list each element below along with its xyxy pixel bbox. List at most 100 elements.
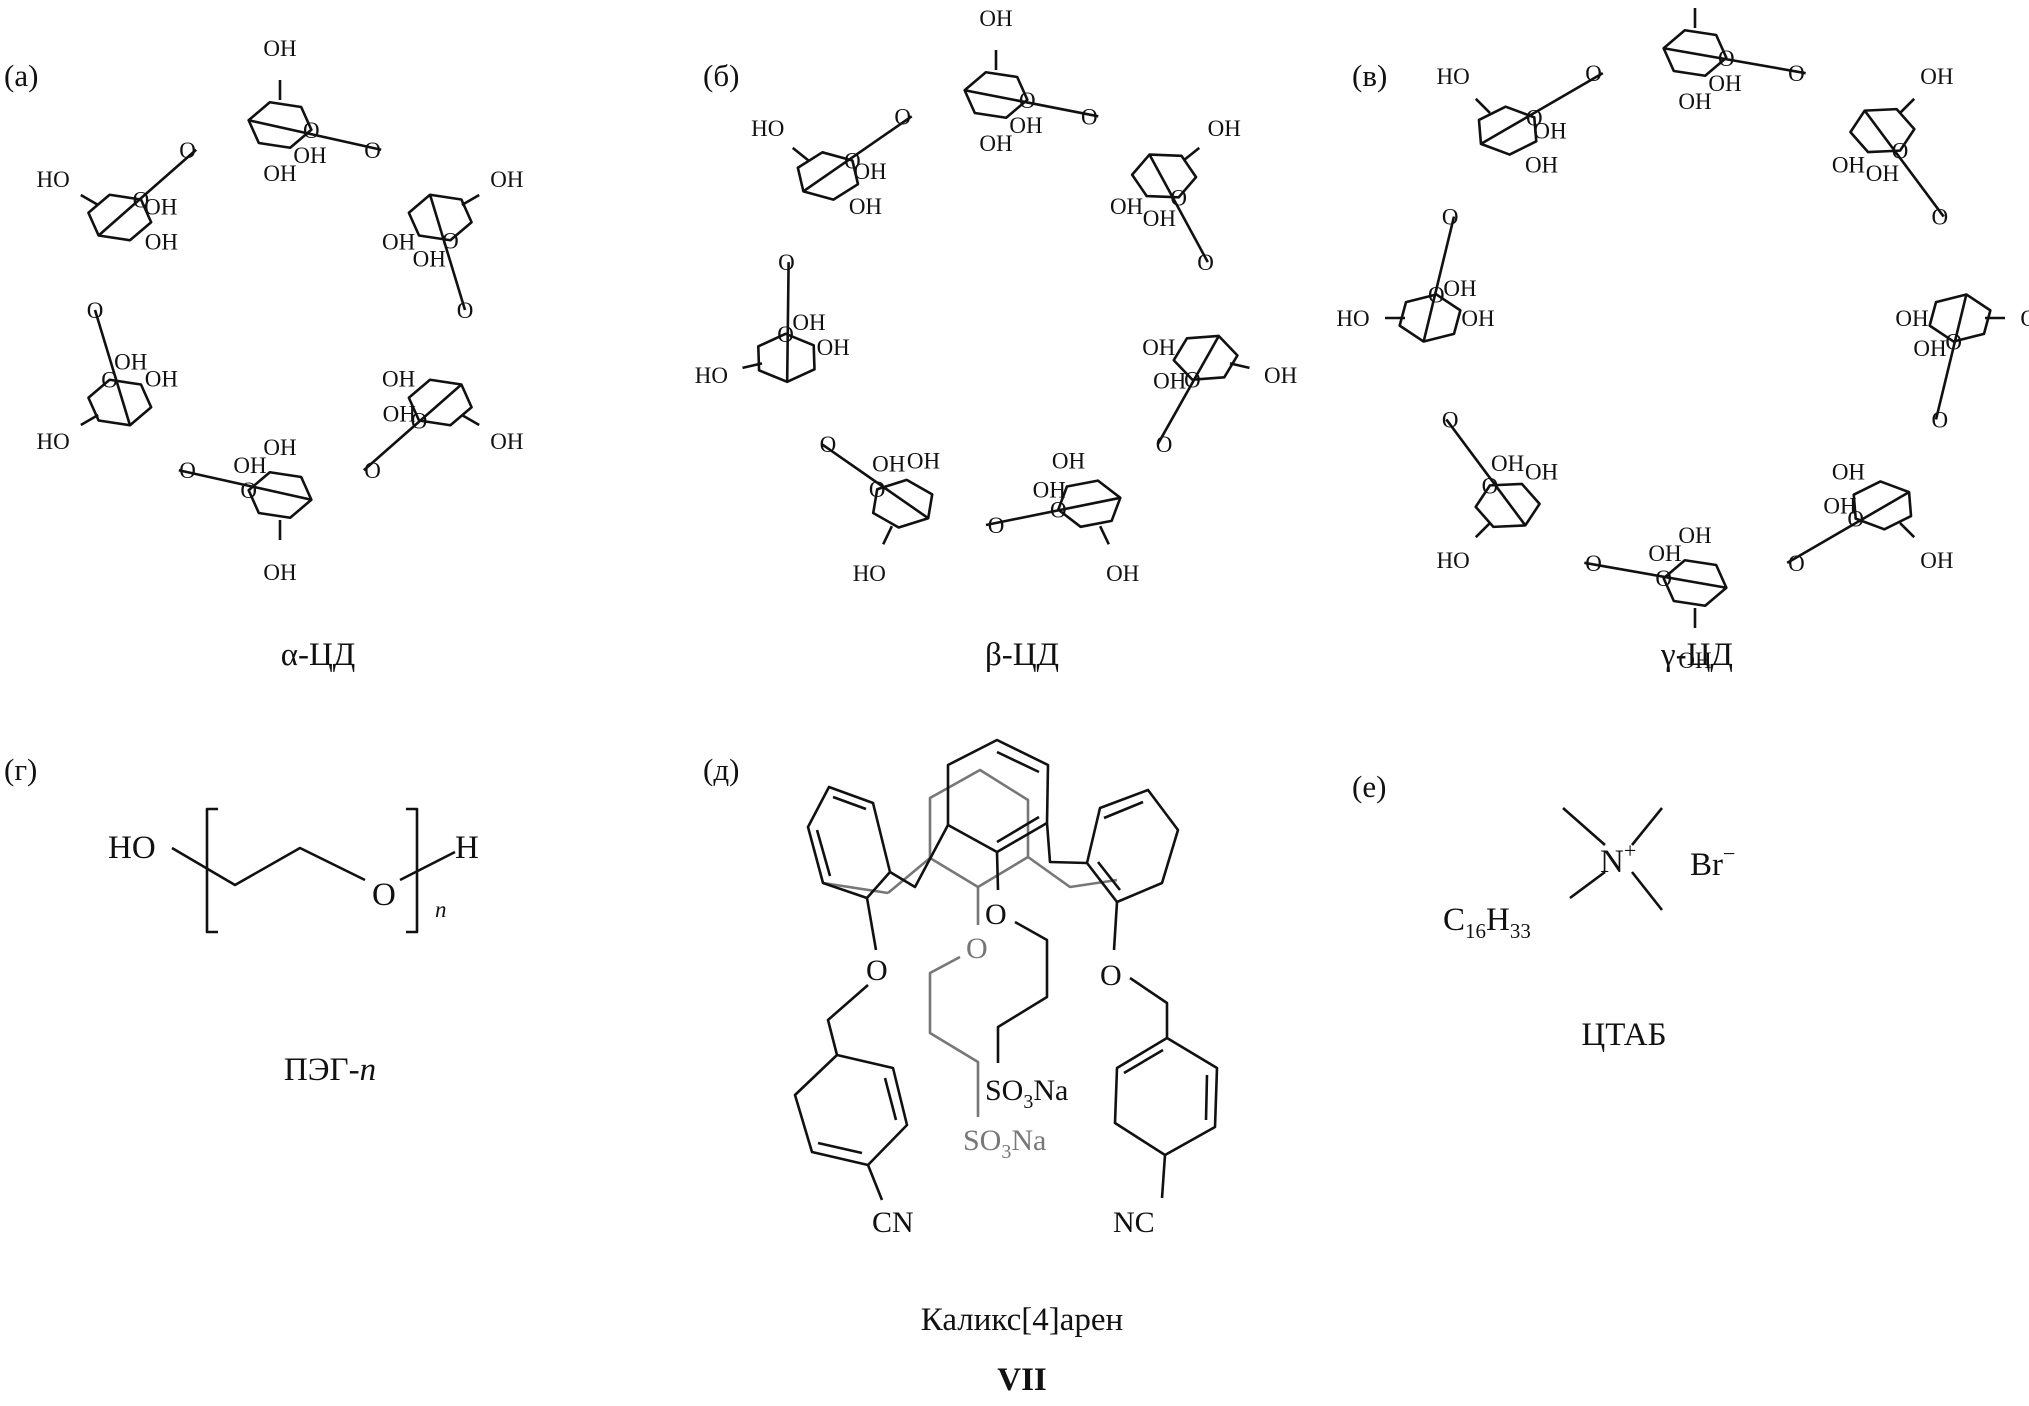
glycosidic-oxygen: O <box>1932 407 1949 432</box>
glycosidic-bond <box>1863 109 1945 218</box>
ch2-bond <box>1899 97 1916 114</box>
cn-bond-right <box>1160 1154 1167 1199</box>
glycosidic-oxygen: O <box>1442 407 1459 432</box>
ctab-name: ЦТАБ <box>1581 1017 1666 1053</box>
peg-bracket-right <box>406 807 419 934</box>
secondary-hydroxyl: OH <box>1895 306 1928 331</box>
glycosidic-bond <box>820 442 929 520</box>
peg-bond-h <box>399 850 456 882</box>
primary-hydroxyl: OH <box>1208 116 1241 141</box>
secondary-hydroxyl: OH <box>1832 459 1865 484</box>
secondary-hydroxyl: OH <box>1866 161 1899 186</box>
secondary-hydroxyl: OH <box>413 246 446 271</box>
primary-hydroxyl: OH <box>490 429 523 454</box>
gamma-cyclodextrin-structure: OOHOHOHOOOHOHOHOOOHOHOHOOOHOHOHOOOHOHOHO… <box>1336 8 2029 673</box>
secondary-hydroxyl: OH <box>1009 113 1042 138</box>
pyranose-ring <box>247 470 313 520</box>
panel-label-e: (д) <box>703 752 739 787</box>
bridge-left <box>889 824 950 889</box>
panel-label-a: (а) <box>4 58 38 93</box>
primary-hydroxyl: HO <box>36 429 69 454</box>
oxygen-right: O <box>1100 959 1122 992</box>
lower-left-ring <box>793 1053 909 1167</box>
secondary-hydroxyl: OH <box>1708 71 1741 96</box>
glycosidic-bond <box>362 383 463 472</box>
glycosidic-oxygen: O <box>364 138 381 163</box>
secondary-hydroxyl: OH <box>817 335 850 360</box>
primary-hydroxyl: HO <box>1437 64 1470 89</box>
glycosidic-oxygen: O <box>1442 205 1459 230</box>
double-bond <box>832 795 867 811</box>
glycosidic-oxygen: O <box>1197 250 1214 275</box>
secondary-hydroxyl: OH <box>1678 89 1711 114</box>
ch2-bond <box>461 413 480 427</box>
secondary-hydroxyl: OH <box>1143 206 1176 231</box>
secondary-hydroxyl: OH <box>1678 523 1711 548</box>
secondary-hydroxyl: OH <box>1525 153 1558 178</box>
primary-hydroxyl: OH <box>1264 363 1297 388</box>
secondary-hydroxyl: OH <box>1110 194 1143 219</box>
pyranose-ring <box>963 70 1029 120</box>
ch2-bond <box>791 146 810 162</box>
glycosidic-bond <box>1663 46 1806 75</box>
secondary-hydroxyl: OH <box>1491 451 1524 476</box>
secondary-hydroxyl: OH <box>1153 368 1186 393</box>
glycosidic-oxygen: O <box>457 298 474 323</box>
secondary-hydroxyl: OH <box>1033 478 1066 503</box>
glycosidic-bond <box>1584 561 1727 590</box>
primary-hydroxyl: OH <box>490 167 523 192</box>
double-bond <box>1096 861 1122 891</box>
glycosidic-bond <box>97 148 198 237</box>
bridge-right <box>1045 822 1088 865</box>
glycosidic-bond <box>985 496 1121 527</box>
glycosidic-bond <box>802 115 913 193</box>
glycosidic-oxygen: O <box>894 104 911 129</box>
ch2-bond <box>1899 522 1916 539</box>
o-bond <box>995 851 1000 891</box>
ring-oxygen: O <box>1170 185 1187 210</box>
ch2-bond <box>80 193 99 207</box>
secondary-hydroxyl: OH <box>382 230 415 255</box>
nitrile-left: CN <box>872 1206 914 1239</box>
secondary-hydroxyl: OH <box>1443 276 1476 301</box>
glycosidic-oxygen: O <box>1788 551 1805 576</box>
ch2-bond <box>1182 146 1201 162</box>
o-bond-left <box>865 897 878 951</box>
ring-oxygen: O <box>1482 473 1499 498</box>
primary-hydroxyl: OH <box>1920 548 1953 573</box>
methyl-bond <box>1630 807 1664 846</box>
double-bond <box>1204 1074 1209 1121</box>
primary-hydroxyl: HO <box>853 561 886 586</box>
glycosidic-oxygen: O <box>1081 104 1098 129</box>
primary-hydroxyl: OH <box>1106 561 1139 586</box>
ring-oxygen: O <box>777 322 794 347</box>
o-bond-right <box>1112 901 1119 951</box>
peg-o: O <box>372 877 396 913</box>
primary-hydroxyl: OH <box>979 6 1012 31</box>
ch2-bond <box>461 193 480 207</box>
panel-label-b: (б) <box>703 58 739 93</box>
secondary-hydroxyl: OH <box>792 310 825 335</box>
calixarene-structure: O SO3Na O SO3Na O CN O NC <box>793 738 1219 1239</box>
panel-label-d: (г) <box>4 752 37 787</box>
secondary-hydroxyl: OH <box>293 143 326 168</box>
secondary-hydroxyl: OH <box>263 435 296 460</box>
peg-structure: HO O H n <box>108 807 479 934</box>
alpha-cd-name: α-ЦД <box>281 637 356 673</box>
secondary-hydroxyl: OH <box>1823 493 1856 518</box>
gray-oxygen: O <box>966 932 988 965</box>
glycosidic-oxygen: O <box>778 250 795 275</box>
ctab-bromide: Br− <box>1690 841 1735 883</box>
